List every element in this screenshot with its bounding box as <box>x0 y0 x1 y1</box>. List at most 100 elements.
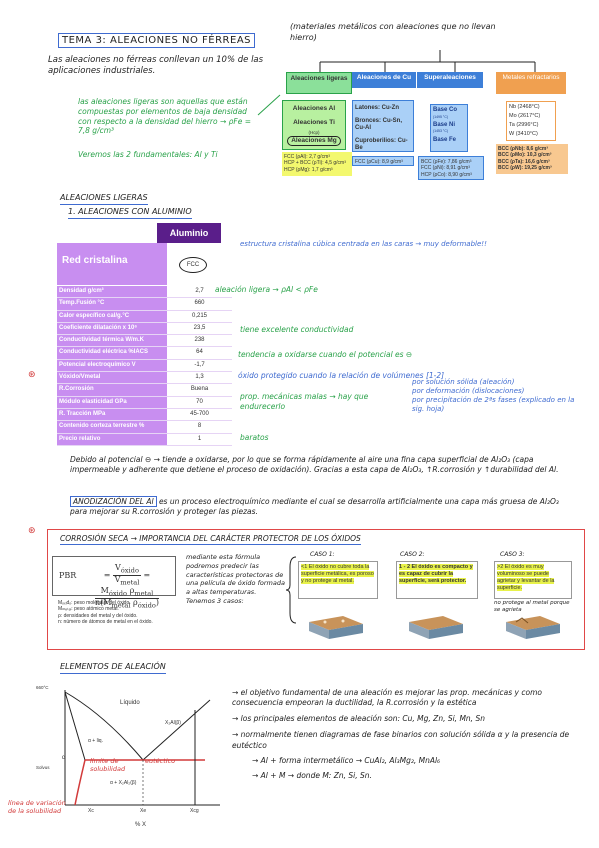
property-key: Calor específico cal/g.°C <box>57 310 167 322</box>
super-item: Base Co <box>433 107 458 113</box>
property-value: Buena <box>190 386 209 393</box>
property-key: Conductividad térmica W/m.K <box>57 335 167 347</box>
case1-text: <1 El óxido no cubre toda la superficie … <box>298 561 378 599</box>
refract-item: Ta (2996°C) <box>509 121 539 128</box>
note-cheap: baratos <box>240 433 269 442</box>
diagram-xc: Xc <box>88 808 94 814</box>
note-cond: tiene excelente conductividad <box>240 325 354 334</box>
tree-super-header: Superaleaciones <box>417 72 483 88</box>
section-subtitle: 1. ALEACIONES CON ALUMINIO <box>68 207 192 219</box>
diagram-xcg: Xcg <box>190 808 199 814</box>
super-prop: FCC (ρNi): 8,91 g/cm³ <box>421 165 470 172</box>
diagram-liquido: Líquido <box>120 700 140 706</box>
property-key: Vóxido/Vmetal <box>57 372 167 384</box>
property-row: Potencial electroquímico V-1,7 <box>57 359 232 373</box>
refract-prop: BCC (ρNb): 8,6 g/cm³ <box>498 146 549 152</box>
tree-connectors <box>257 50 536 116</box>
note-mech: prop. mecánicas malas → hay que endurece… <box>240 392 369 411</box>
cases-brace <box>286 556 297 624</box>
property-key: R.Corrosión <box>57 384 167 396</box>
elements-bullets: → el objetivo fundamental de una aleació… <box>232 688 587 781</box>
property-key: Contenido corteza terrestre % <box>57 421 167 433</box>
property-key: Temp.Fusión °C <box>57 298 167 310</box>
cu-item: Bronces: Cu-Sn, Cu-Al <box>355 117 403 132</box>
property-value: 1 <box>197 435 202 442</box>
red-cristalina-label: Red cristalina <box>62 255 128 266</box>
hardening-methods: por solución sólida (aleación) por defor… <box>412 378 582 414</box>
legend-line: ρ: densidades del metal y del óxido. <box>58 612 138 619</box>
diagram-a-liq: α + liq. <box>88 738 103 744</box>
diagram-mid: α + X₂Al₂(β) <box>110 780 137 786</box>
corrosion-box <box>47 529 585 650</box>
case2-label: CASO 2: <box>400 551 425 558</box>
tree-cu-items: Latones: Cu-Zn Bronces: Cu-Sn, Cu-Al Cup… <box>352 100 414 152</box>
ligeras-prop: HCP (ρMg): 1,7 g/cm³ <box>284 166 333 173</box>
property-row: Coeficiente dilatación x 10⁶ 23,5 <box>57 322 232 336</box>
paragraph-oxidation: Debido al potencial ⊖ → tiende a oxidars… <box>70 455 559 475</box>
note-limite: límite de solubilidad <box>90 757 126 773</box>
tree-cu-props: FCC (ρCu): 8,9 g/cm³ <box>352 156 414 166</box>
tree-ligeras-header: Aleaciones ligeras <box>286 72 352 94</box>
super-prop: BCC (ρFe): 7,86 g/cm³ <box>421 159 472 165</box>
super-item: Base Ni <box>433 121 456 128</box>
diagram-xe: Xe <box>140 808 147 814</box>
super-temp: (1495 °C) <box>433 114 449 119</box>
phase-diagram <box>35 680 230 830</box>
tree-refract-props: BCC (ρNb): 8,6 g/cm³ BCC (ρMo): 10,3 g/c… <box>496 144 568 174</box>
tree-cu-header: Aleaciones de Cu <box>352 72 416 88</box>
diagram-alpha: α <box>62 755 66 761</box>
sub-item: → Al + M → donde M: Zn, Si, Sn. <box>252 770 372 780</box>
refract-item: W (3410°C) <box>509 130 538 137</box>
case1-image <box>309 616 363 639</box>
refract-prop: BCC (ρTa): 16,6 g/cm³ <box>498 158 550 165</box>
case2-image <box>409 616 463 639</box>
diagram-solvus: Solvus <box>36 765 50 770</box>
diagram-eut: eutéctico <box>145 757 176 765</box>
property-row: Temp.Fusión °C 660 <box>57 298 232 311</box>
red-cristalina-cell: Red cristalina <box>57 243 167 285</box>
property-value: 64 <box>196 349 203 356</box>
anodizing-text: es un proceso electroquímico mediante el… <box>70 497 559 517</box>
fundamental-note: Veremos las 2 fundamentales: Al y Ti <box>78 150 218 159</box>
note-oxid: tendencia a oxidarse cuando el potencial… <box>238 350 413 359</box>
property-row: Precio relativo 1 <box>57 433 232 446</box>
property-value: 8 <box>197 423 202 430</box>
property-value: 0,215 <box>191 312 207 319</box>
red-cristalina-value: FCC <box>179 257 207 273</box>
hardening-item: por precipitación de 2ªs fases (explicad… <box>412 396 575 414</box>
refract-item: Mo (2617°C) <box>509 112 541 119</box>
tree-refract-header: Metales refractarios <box>496 72 566 94</box>
case1-label: CASO 1: <box>310 551 335 558</box>
ligeras-small: (Hcp) <box>308 130 320 136</box>
paragraph-anodizing: ANODIZACIÓN DEL Al es un proceso electro… <box>70 496 570 517</box>
corrosion-title: CORROSIÓN SECA → IMPORTANCIA DEL CARÁCTE… <box>60 534 361 546</box>
property-key: Conductividad eléctrica %IACS <box>57 347 167 359</box>
asterisk-mark: ⊛ <box>28 370 36 380</box>
case2-text: 1 - 2 El óxido es compacto y es capaz de… <box>396 561 478 599</box>
pbr-lhs: PBR <box>59 571 77 580</box>
property-key: Potencial electroquímico V <box>57 359 167 372</box>
property-key: R. Tracción MPa <box>57 408 167 421</box>
note-light: aleación ligera → ρAl < ρFe <box>215 285 318 294</box>
property-row: Contenido corteza terrestre % 8 <box>57 421 232 434</box>
property-row: Calor específico cal/g.°C 0,215 <box>57 310 232 323</box>
sub-item: → Al + forma intermetálico → CuAl₂, Al₃M… <box>252 755 441 765</box>
tree-ligeras-props: FCC (ρAl): 2,7 g/cm³ HCP + BCC (ρTi): 4,… <box>282 152 352 176</box>
tree-super-props: BCC (ρFe): 7,86 g/cm³ FCC (ρNi): 8,91 g/… <box>418 156 484 180</box>
bullet-item: → el objetivo fundamental de una aleació… <box>232 688 542 708</box>
property-value: 660 <box>194 300 205 307</box>
property-key: Densidad g/cm³ <box>57 286 167 298</box>
case3-text: >2 El óxido es muy voluminoso se puede a… <box>494 561 572 599</box>
property-key: Precio relativo <box>57 433 167 445</box>
anodizing-label: ANODIZACIÓN DEL Al <box>70 496 157 507</box>
page-title: TEMA 3: ALEACIONES NO FÉRREAS <box>58 33 256 48</box>
refract-prop: BCC (ρMo): 10,3 g/cm³ <box>498 152 552 159</box>
property-key: Coeficiente dilatación x 10⁶ <box>57 322 167 335</box>
property-value: 23,5 <box>193 324 206 331</box>
